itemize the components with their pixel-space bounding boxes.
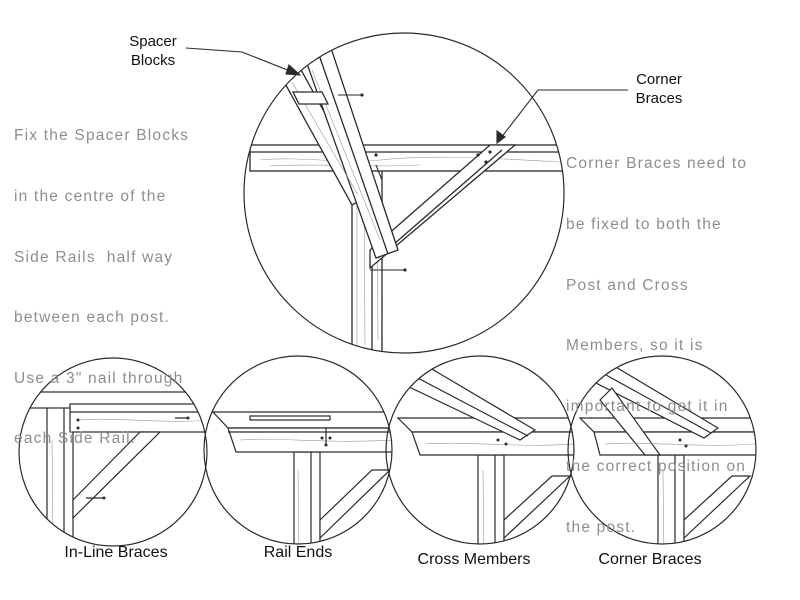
detail-corner-braces — [567, 355, 757, 545]
corner-braces-label: Corner Braces — [620, 70, 698, 108]
corner-note-line: Members, so it is — [566, 337, 704, 355]
main-detail-view — [243, 32, 565, 354]
corner-note-line: Corner Braces need to — [566, 155, 748, 173]
corner-note-line: the correct position on — [566, 458, 747, 476]
spacer-blocks-label-line-2: Blocks — [130, 52, 176, 69]
corner-brace — [369, 144, 517, 270]
corner-braces-label-line-1: Corner — [636, 71, 682, 88]
detail-cross-members — [385, 355, 575, 545]
caption-inline-braces: In-Line Braces — [64, 544, 168, 561]
corner-braces-note: Corner Braces need to be fixed to both t… — [566, 114, 747, 558]
callout-leaders — [185, 47, 628, 145]
spacer-note-line: between each post. — [14, 309, 171, 327]
spacer-block — [291, 91, 330, 105]
corner-note-line: be fixed to both the — [566, 216, 722, 234]
caption-corner-braces: Corner Braces — [598, 551, 702, 568]
main-detail-circle — [243, 32, 565, 354]
spacer-note-line: Side Rails half way — [14, 248, 174, 266]
detail-inline-braces — [18, 357, 208, 547]
caption-cross-members: Cross Members — [417, 551, 531, 568]
spacer-blocks-note: Fix the Spacer Blocks in the centre of t… — [14, 86, 189, 470]
caption-rail-ends: Rail Ends — [263, 544, 333, 561]
detail-rail-ends — [203, 355, 393, 545]
spacer-note-line: Fix the Spacer Blocks — [14, 127, 190, 145]
spacer-blocks-label: Spacer Blocks — [116, 32, 190, 70]
spacer-note-line: Use a 3" nail through — [14, 369, 184, 387]
corner-note-line: Post and Cross — [566, 276, 689, 294]
spacer-blocks-label-line-1: Spacer — [129, 33, 177, 50]
corner-note-line: the post. — [566, 519, 637, 537]
spacer-note-line: in the centre of the — [14, 188, 167, 206]
corner-braces-label-line-2: Braces — [635, 90, 683, 107]
spacer-note-line: each Side Rail. — [14, 430, 137, 448]
corner-note-line: important to get it in — [566, 397, 729, 415]
